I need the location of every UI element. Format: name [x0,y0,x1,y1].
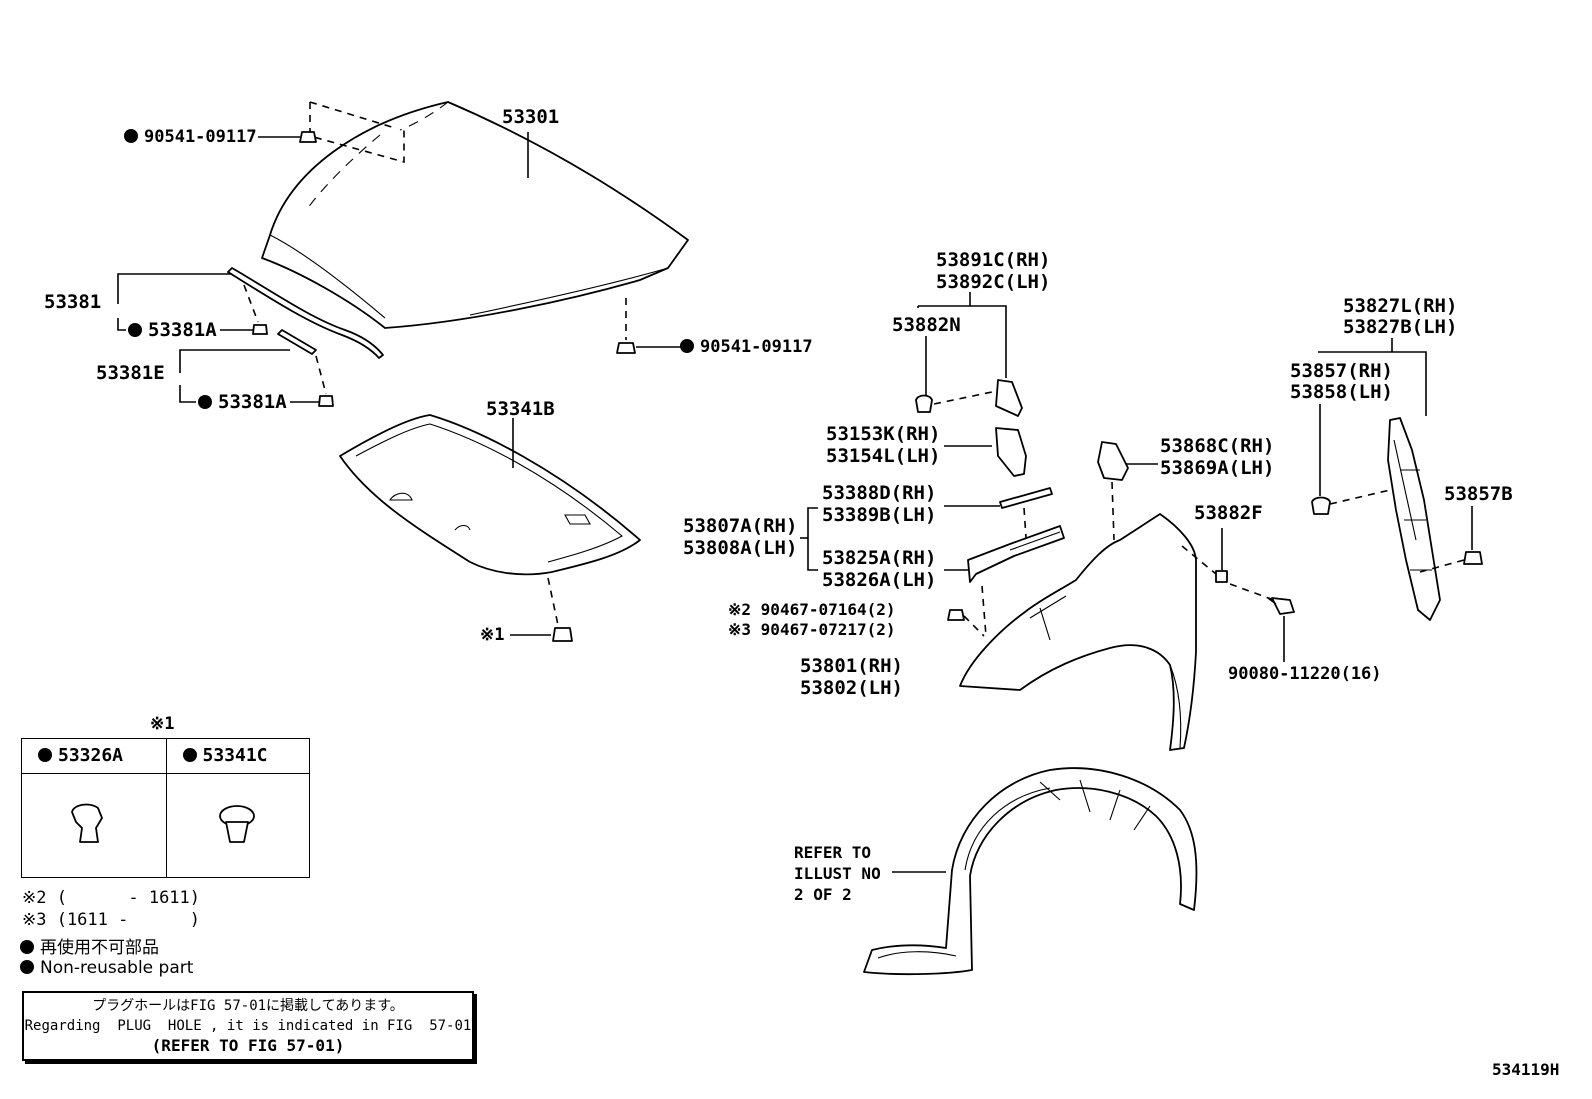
clip-882n[interactable] [915,394,933,413]
hood-seal[interactable] [227,267,384,359]
clip-53341c-icon [219,805,255,843]
label-seal-sub: 53381E [96,362,165,384]
label-clip-882n: 53882N [892,314,961,336]
plug-hole-note-box: プラグホールはFIG 57-01に掲載してあります。 Regarding PLU… [22,991,474,1061]
label-protector-lh: 53154L(LH) [826,445,941,467]
label-seal-clip-1-text: 53381A [148,319,217,341]
label-bracket-826-lh: 53826A(LH) [822,569,937,591]
label-fender-lh: 53802(LH) [800,677,903,699]
fender-pad-868[interactable] [1097,441,1129,481]
legend-nonreusable-jp: 再使用不可部品 [20,933,159,958]
fender-liner[interactable] [1387,417,1441,621]
seal-clip-2[interactable] [318,395,334,407]
insulator-clip[interactable] [552,627,573,642]
label-clip-857-rh: 53857(RH) [1290,360,1393,382]
nonreusable-dot-icon [128,323,142,337]
label-protector-rh: 53153K(RH) [826,423,941,445]
label-bracket-rh: 53891C(RH) [936,249,1051,271]
label-bracket-lh: 53892C(LH) [936,271,1051,293]
label-seal-clip-1: 53381A [128,320,217,340]
clip-table-mark: ※1 [150,714,175,734]
label-clip-858-lh: 53858(LH) [1290,381,1393,403]
legend-note-2: ※2 ( - 1611) [22,888,201,908]
fender-liner-assembly[interactable] [863,767,1198,976]
label-bolt-2: ※2 90467-07164(2) [728,600,896,619]
label-support-807-rh: 53807A(RH) [683,515,798,537]
label-insulator: 53341B [486,398,555,420]
label-liner-rh: 53827L(RH) [1343,295,1458,317]
label-seal-clip-2: 53381A [198,392,287,412]
clip-table: 53326A 53341C [21,738,310,878]
hood-stopper-top[interactable] [299,131,317,143]
note-line-en: Regarding PLUG HOLE , it is indicated in… [24,1018,472,1034]
label-insulator-clip-mark: ※1 [480,625,505,645]
label-nut-882f: 53882F [1194,502,1263,524]
label-hood: 53301 [502,106,560,128]
legend-nonreusable-en: Non-reusable part [20,958,193,978]
legend-nonreusable-jp-text: 再使用不可部品 [40,938,159,958]
label-seal-388-rh: 53388D(RH) [822,482,937,504]
label-clip-857b: 53857B [1444,483,1513,505]
hood-insulator[interactable] [339,414,641,576]
label-refer-1: REFER TO [794,843,872,862]
label-refer-2: ILLUST NO [794,864,881,883]
clip-53326a-icon [71,803,103,843]
fender-screw[interactable] [1267,597,1295,615]
label-screw: 90080-11220(16) [1228,664,1382,684]
label-seal-group: 53381 [44,291,102,313]
nonreusable-dot-icon [20,960,34,974]
fender-bolt[interactable] [947,609,965,621]
label-bracket-825-rh: 53825A(RH) [822,547,937,569]
nonreusable-dot-icon [124,129,138,143]
liner-clip-857[interactable] [1311,496,1331,515]
nonreusable-dot-icon [38,748,52,762]
label-bolt-3: ※3 90467-07217(2) [728,620,896,639]
clip-table-col1-text: 53326A [58,745,124,766]
nonreusable-dot-icon [198,395,212,409]
front-fender[interactable] [959,513,1197,751]
hood-stopper-right[interactable] [616,342,636,354]
hood-panel[interactable] [261,101,689,329]
label-clip-right: 90541-09117 [680,337,813,357]
label-refer-3: 2 OF 2 [794,885,852,904]
seal-clip-1[interactable] [252,324,268,335]
legend-note-3: ※3 (1611 - ) [22,910,201,930]
nonreusable-dot-icon [182,748,197,762]
figure-code: 534119H [1492,1060,1560,1079]
fender-support-825[interactable] [967,525,1065,583]
fender-seal-388[interactable] [999,487,1053,509]
legend-nonreusable-en-text: Non-reusable part [40,958,194,978]
clip-table-header-1: 53326A [22,739,166,774]
fender-nut-882f[interactable] [1215,570,1228,583]
label-pad-lh: 53869A(LH) [1160,457,1275,479]
liner-clip-857b[interactable] [1463,551,1483,565]
note-line-ref: (REFER TO FIG 57-01) [151,1036,345,1055]
nonreusable-dot-icon [20,940,34,954]
label-seal-clip-2-text: 53381A [218,391,287,413]
label-liner-lh: 53827B(LH) [1343,316,1458,338]
clip-table-cell-1: 53326A [22,739,166,877]
clip-table-col2-text: 53341C [202,745,268,766]
label-clip-right-text: 90541-09117 [700,337,813,357]
hood-seal-sub[interactable] [277,329,317,355]
clip-table-cell-2: 53341C [165,739,309,877]
clip-table-header-2: 53341C [166,739,309,774]
note-line-jp: プラグホールはFIG 57-01に掲載してあります。 [92,998,404,1014]
label-fender-rh: 53801(RH) [800,655,903,677]
fender-bracket-891[interactable] [995,379,1023,417]
nonreusable-dot-icon [680,339,694,353]
fender-protector-153[interactable] [995,427,1027,477]
label-support-808-lh: 53808A(LH) [683,537,798,559]
label-clip-top: 90541-09117 [124,127,257,147]
label-seal-389-lh: 53389B(LH) [822,504,937,526]
label-pad-rh: 53868C(RH) [1160,435,1275,457]
label-clip-top-text: 90541-09117 [144,127,257,147]
